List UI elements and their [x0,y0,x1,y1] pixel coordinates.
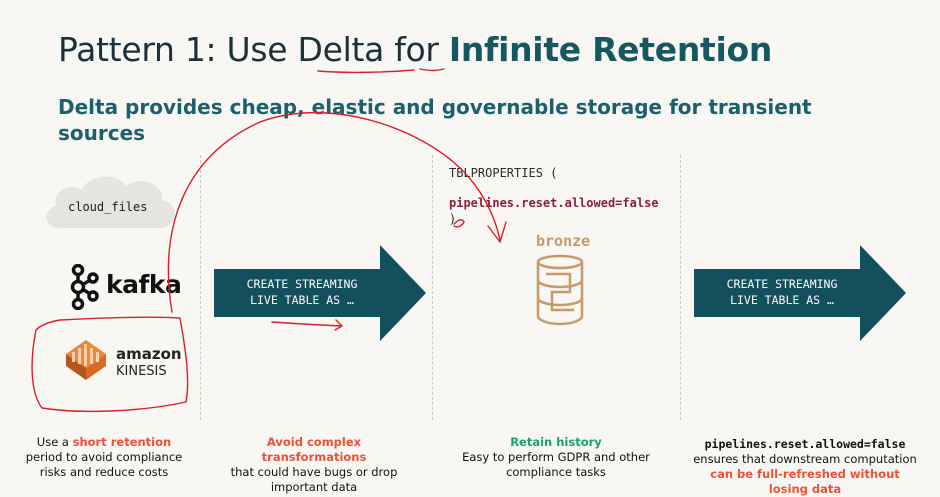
caption4-highlight: can be full-refreshed without losing dat… [710,467,900,496]
column-divider-2 [432,155,433,420]
tblproperties-setting: pipelines.reset.allowed=false [449,196,659,210]
caption2-highlight: Avoid complex transformations [261,435,367,464]
caption1-post: period to avoid compliance risks and red… [25,450,183,479]
caption1-pre: Use a [36,435,73,449]
ink-underline-for [419,68,445,72]
title-part-1: Pattern 1: Use [58,30,298,69]
title-part-2: Delta [297,30,385,69]
ink-arrowhead [487,221,507,243]
create-streaming-label-1: CREATE STREAMING LIVE TABLE AS … [222,276,382,308]
arrow2-line1: CREATE STREAMING [726,277,838,291]
caption2-post: that could have bugs or drop important d… [230,465,398,494]
caption-col1: Use a short retention period to avoid co… [18,435,190,480]
column-divider-3 [680,155,681,420]
bronze-label: bronze [536,232,591,250]
title-part-3: for [384,30,449,69]
caption3-post: Easy to perform GDPR and other complianc… [462,450,650,479]
slide-title: Pattern 1: Use Delta for Infinite Retent… [58,30,772,69]
cloud-shape [46,176,175,228]
slide-subtitle: Delta provides cheap, elastic and govern… [58,95,812,145]
tblproperties-open: TBLPROPERTIES ( [449,166,558,180]
column-divider-1 [200,155,201,420]
arrow2-line2: LIVE TABLE AS … [730,293,834,307]
kafka-icon [70,264,99,310]
amazon-label: amazon [116,345,182,363]
caption-col4: pipelines.reset.allowed=false ensures th… [690,437,920,497]
caption-col2: Avoid complex transformations that could… [214,435,414,495]
arrow1-line1: CREATE STREAMING [246,277,358,291]
kinesis-label: KINESIS [116,364,167,379]
title-highlight: Infinite Retention [448,30,773,69]
database-icon [536,254,584,326]
tblproperties-close: ) [449,212,457,226]
arrow-right-icon [694,245,906,341]
kafka-label: kafka [106,270,182,299]
create-streaming-label-2: CREATE STREAMING LIVE TABLE AS … [702,276,862,308]
cloud-files-label: cloud_files [68,200,148,214]
caption4-pre: ensures that downstream computation [693,452,917,466]
aws-kinesis-icon [66,340,106,380]
arrow1-line2: LIVE TABLE AS … [250,293,354,307]
caption-col3: Retain history Easy to perform GDPR and … [452,435,660,480]
ink-underline-delta [317,69,415,74]
caption3-highlight: Retain history [510,435,602,449]
caption4-code: pipelines.reset.allowed=false [704,437,906,451]
caption1-highlight: short retention [72,435,172,449]
